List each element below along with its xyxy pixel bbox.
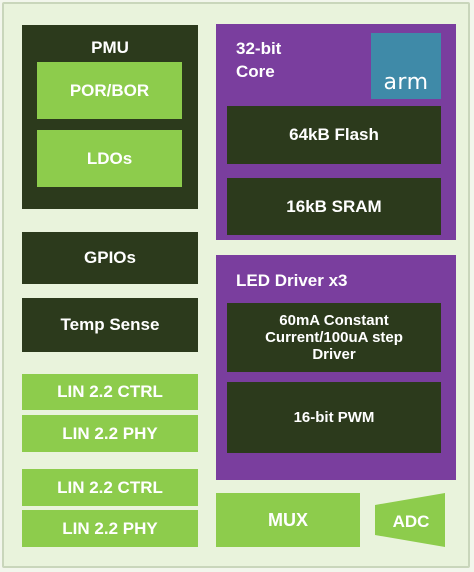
- lin-phy-block-2: LIN 2.2 PHY: [22, 510, 198, 547]
- driver-line-1: 60mA Constant: [279, 312, 389, 329]
- core-title-line2: Core: [236, 62, 275, 81]
- mux-block: MUX: [216, 493, 360, 547]
- adc-shape: [375, 493, 445, 547]
- adc-block: ADC: [375, 493, 445, 547]
- constant-current-driver-block: 60mA Constant Current/100uA step Driver: [227, 303, 441, 372]
- adc-label: ADC: [393, 512, 430, 531]
- arm-logo: arm: [371, 33, 441, 99]
- gpios-block: GPIOs: [22, 232, 198, 284]
- pwm-block: 16-bit PWM: [227, 382, 441, 453]
- lin-ctrl-block-1: LIN 2.2 CTRL: [22, 374, 198, 410]
- driver-line-3: Driver: [312, 346, 356, 363]
- ldos-block: LDOs: [37, 130, 182, 187]
- flash-block: 64kB Flash: [227, 106, 441, 164]
- lin-phy-block-1: LIN 2.2 PHY: [22, 415, 198, 452]
- lin-ctrl-block-2: LIN 2.2 CTRL: [22, 469, 198, 506]
- arm-logo-text: arm: [383, 70, 429, 95]
- led-driver-title: LED Driver x3: [236, 271, 348, 290]
- sram-block: 16kB SRAM: [227, 178, 441, 235]
- temp-sense-block: Temp Sense: [22, 298, 198, 352]
- core-title-line1: 32-bit: [236, 39, 282, 58]
- driver-line-2: Current/100uA step: [265, 329, 403, 346]
- por-bor-block: POR/BOR: [37, 62, 182, 119]
- pmu-title: PMU: [91, 38, 129, 57]
